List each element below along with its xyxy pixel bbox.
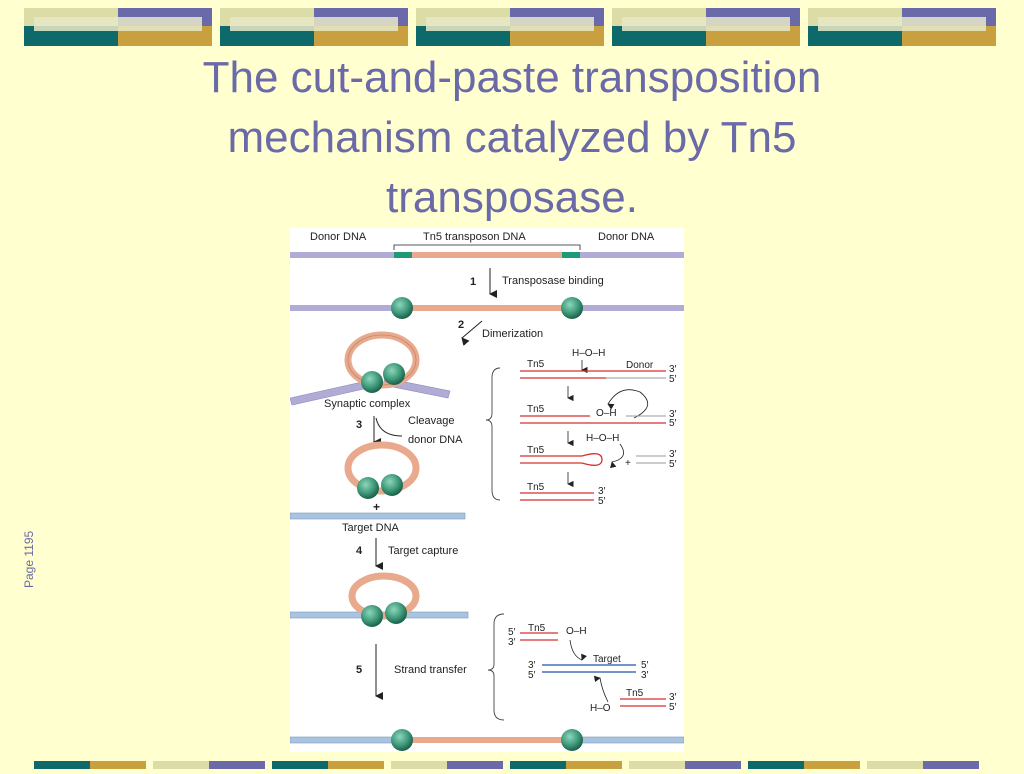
cleaved-complex — [344, 441, 420, 499]
integrated-dna — [289, 729, 685, 751]
strand-transfer-top: 5′ 3′ Tn5 O–H — [508, 623, 588, 661]
cleavage-brace — [485, 367, 501, 501]
three-prime-label: 3′ — [598, 486, 606, 497]
step-label: Strand transfer — [394, 664, 467, 676]
target-dna — [289, 512, 466, 520]
step-number: 5 — [356, 664, 362, 676]
donor-label: Donor — [626, 360, 654, 371]
top-decorative-banner — [0, 0, 1024, 52]
three-prime-label: 3′ — [641, 670, 649, 681]
three-prime-label: 3′ — [508, 637, 516, 648]
three-prime-label: 3′ — [669, 692, 677, 703]
step-number: 3 — [356, 419, 362, 431]
bound-dna — [290, 297, 684, 319]
transposase-protein — [361, 605, 383, 627]
attack-curve-arrow — [569, 639, 588, 661]
attack-curve-arrow — [593, 675, 609, 703]
synaptic-complex-label: Synaptic complex — [324, 398, 411, 410]
five-prime-label: 5′ — [598, 496, 606, 507]
step-label: Dimerization — [482, 328, 543, 340]
transposase-protein — [383, 363, 405, 385]
cleavage-row-2: Tn5 O–H 3′ 5′ — [520, 386, 677, 429]
transposase-protein — [361, 371, 383, 393]
hairpin-loop — [581, 453, 603, 466]
transposase-protein — [391, 729, 413, 751]
step-arrow — [461, 320, 483, 346]
tn5-label: Tn5 — [527, 359, 545, 370]
title-line: transposase. — [386, 173, 638, 222]
tn5-label: Tn5 — [527, 404, 545, 415]
step-label: Transposase binding — [502, 275, 604, 287]
transposon-bracket — [393, 244, 581, 250]
banner-tile — [612, 8, 800, 46]
hydroxyl-label: O–H — [566, 626, 587, 637]
transposition-figure: Donor DNA Tn5 transposon DNA Donor DNA 1… — [289, 228, 685, 752]
three-prime-label: 3′ — [528, 660, 536, 671]
target-dna-label: Target DNA — [342, 522, 400, 534]
cleavage-row-4: Tn5 3′ 5′ — [520, 472, 606, 507]
page-number-label: Page 1195 — [22, 530, 36, 588]
title-line: mechanism catalyzed by Tn5 — [227, 113, 797, 162]
water-label: H–O–H — [572, 348, 605, 359]
attack-curve-arrow — [610, 443, 624, 469]
tn5-label: Tn5 — [527, 482, 545, 493]
hydroxyl-left-label: H–O — [590, 703, 611, 714]
five-prime-label: 5′ — [641, 660, 649, 671]
strand-transfer-bottom: Tn5 H–O 3′ 5′ — [590, 675, 677, 714]
tn5-label: Tn5 — [626, 688, 644, 699]
donor-dna-left-label: Donor DNA — [310, 231, 367, 243]
hydroxyl-label: O–H — [596, 408, 617, 419]
three-prime-label: 3′ — [669, 409, 677, 420]
banner-tile — [416, 8, 604, 46]
transposase-protein — [381, 474, 403, 496]
transposase-protein — [391, 297, 413, 319]
tn5-label: Tn5 — [527, 445, 545, 456]
cleavage-curve-arrow — [375, 417, 403, 437]
donor-dna-right-label: Donor DNA — [598, 231, 655, 243]
five-prime-label: 5′ — [528, 670, 536, 681]
five-prime-label: 5′ — [669, 418, 677, 429]
step-label-line2: donor DNA — [408, 434, 463, 446]
water-label: H–O–H — [586, 433, 619, 444]
five-prime-label: 5′ — [508, 627, 516, 638]
plus-sign: + — [373, 500, 380, 514]
step-number: 4 — [356, 545, 363, 557]
cleavage-row-1: Tn5 H–O–H Donor 3′ 5′ — [520, 348, 677, 385]
banner-tile — [24, 8, 212, 46]
tn5-transposon-label: Tn5 transposon DNA — [423, 231, 526, 243]
banner-tile — [808, 8, 996, 46]
strand-transfer-brace — [487, 613, 505, 721]
step-label: Target capture — [388, 545, 458, 557]
slide-title: The cut-and-paste transposition mechanis… — [112, 48, 912, 228]
step-label: Cleavage — [408, 415, 454, 427]
step-number: 1 — [470, 276, 476, 288]
transposase-protein — [385, 602, 407, 624]
three-prime-label: 3′ — [669, 364, 677, 375]
tn5-label: Tn5 — [528, 623, 546, 634]
strand-transfer-target: Target 3′ 5′ 5′ 3′ — [528, 654, 649, 681]
transposase-protein — [561, 729, 583, 751]
synaptic-complex-drawing — [289, 331, 451, 406]
attack-curve-arrow — [607, 389, 648, 419]
three-prime-label: 3′ — [669, 449, 677, 460]
banner-tile — [220, 8, 408, 46]
step-number: 2 — [458, 319, 464, 331]
transposase-protein — [561, 297, 583, 319]
five-prime-label: 5′ — [669, 459, 677, 470]
title-line: The cut-and-paste transposition — [202, 53, 822, 102]
transposase-protein — [357, 477, 379, 499]
five-prime-label: 5′ — [669, 374, 677, 385]
five-prime-label: 5′ — [669, 702, 677, 713]
target-label: Target — [593, 654, 621, 665]
donor-dna-molecule — [290, 252, 684, 258]
target-capture-complex — [289, 572, 469, 627]
plus-label: + — [625, 458, 631, 469]
cleavage-row-3: H–O–H Tn5 + 3′ 5′ — [520, 431, 677, 470]
bottom-decorative-banner — [0, 756, 1024, 769]
